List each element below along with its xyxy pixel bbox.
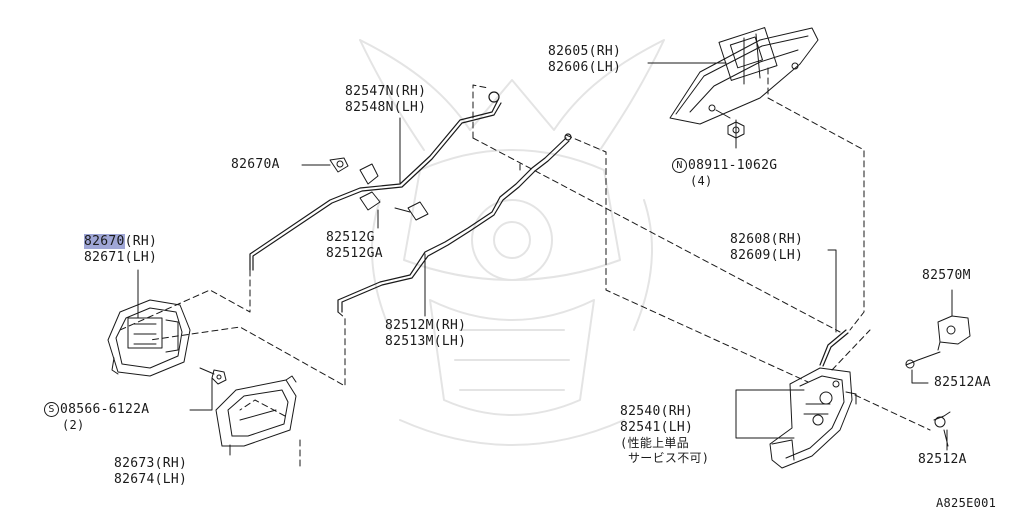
part-82512ga: 82512GA	[326, 246, 383, 261]
part-82673-rh: 82673(RH)	[114, 456, 188, 471]
part-82512a: 82512A	[918, 452, 967, 467]
leader-lines	[137, 62, 953, 456]
screw-82512a-drawing	[933, 411, 951, 447]
part-82674-lh: 82674(LH)	[114, 472, 188, 487]
part-82670-rh-suffix: (RH)	[124, 234, 158, 249]
service-note-line1: (性能上単品	[620, 436, 690, 450]
part-08911-qty: (4)	[690, 174, 713, 188]
service-note-line2: サービス不可)	[628, 451, 710, 465]
part-08566-qty: (2)	[62, 418, 85, 432]
label-82608: 82608(RH) 82609(LH)	[730, 232, 803, 264]
label-82547n: 82547N(RH) 82548N(LH)	[345, 84, 426, 116]
label-82512aa: 82512AA	[934, 375, 991, 391]
label-82670: 82670(RH) 82671(LH)	[84, 234, 157, 266]
part-82512aa: 82512AA	[934, 375, 991, 390]
label-82570m: 82570M	[922, 268, 971, 284]
label-82512a: 82512A	[918, 452, 967, 468]
escutcheon-drawing	[215, 375, 297, 447]
label-82512m: 82512M(RH) 82513M(LH)	[385, 318, 466, 350]
part-82548n-lh: 82548N(LH)	[345, 100, 427, 115]
part-82540-rh: 82540(RH)	[620, 404, 694, 419]
part-08566-code: 08566-6122A	[60, 402, 150, 417]
watermark-crest	[359, 39, 665, 446]
part-82547n-rh: 82547N(RH)	[345, 84, 427, 99]
part-82670a: 82670A	[231, 157, 280, 172]
screw-08566-drawing	[199, 367, 227, 385]
part-82570m: 82570M	[922, 268, 971, 283]
rods	[249, 91, 849, 367]
part-82608-rh: 82608(RH)	[730, 232, 804, 247]
clip-82512g-drawing	[359, 191, 429, 221]
bracket-82570m-drawing	[937, 315, 971, 351]
guide-lines	[119, 67, 931, 471]
part-82670-rh: 82670(RH)	[84, 234, 157, 250]
part-82609-lh: 82609(LH)	[730, 248, 804, 263]
inside-handle-drawing	[107, 299, 191, 377]
label-82605: 82605(RH) 82606(LH)	[548, 44, 621, 76]
part-82512m-rh: 82512M(RH)	[385, 318, 467, 333]
label-82540: 82540(RH) 82541(LH) (性能上単品 サービス不可)	[620, 404, 709, 466]
outside-handle-drawing	[669, 27, 819, 125]
highlighted-part-number: 82670	[84, 234, 125, 249]
screw-82512aa-drawing	[905, 351, 941, 369]
latch-drawing	[769, 367, 857, 469]
diagram-id: A825E001	[936, 496, 997, 510]
label-82670a: 82670A	[231, 157, 280, 173]
s-symbol-icon: S	[44, 402, 59, 417]
nut-drawing	[727, 121, 745, 139]
clip-82670a-drawing	[329, 157, 379, 185]
part-82513m-lh: 82513M(LH)	[385, 334, 467, 349]
part-82671-lh: 82671(LH)	[84, 250, 158, 265]
part-82605-rh: 82605(RH)	[548, 44, 622, 59]
part-82541-lh: 82541(LH)	[620, 420, 694, 435]
part-82606-lh: 82606(LH)	[548, 60, 622, 75]
part-08911-code: 08911-1062G	[688, 158, 778, 173]
label-82673: 82673(RH) 82674(LH)	[114, 456, 187, 488]
part-82512g: 82512G	[326, 230, 375, 245]
n-symbol-icon: N	[672, 158, 687, 173]
label-82512g: 82512G 82512GA	[326, 230, 383, 262]
